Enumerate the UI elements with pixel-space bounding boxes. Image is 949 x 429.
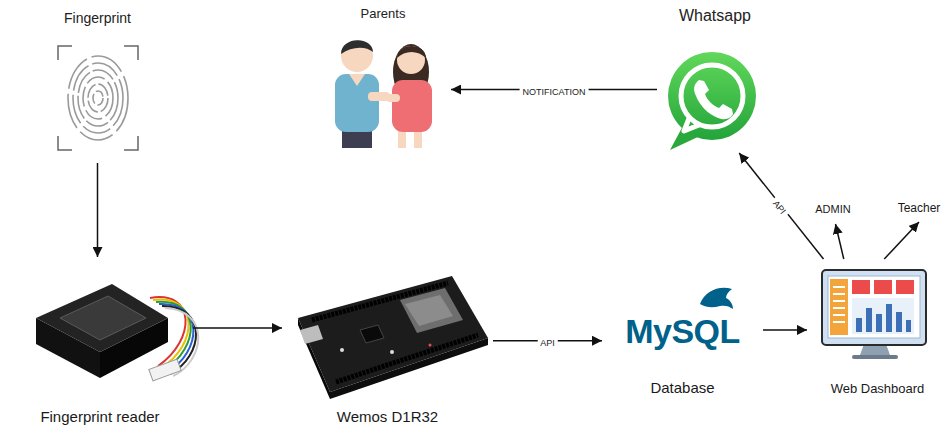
node-label: Wemos D1R32 (337, 408, 438, 426)
mysql-dolphin (700, 288, 733, 309)
flow-arrow (763, 329, 807, 331)
fingerprint-icon (58, 46, 138, 150)
dashboard-monitor (906, 320, 911, 332)
dashboard-monitor (866, 308, 872, 332)
fingerprint-reader-module (36, 284, 168, 352)
whatsapp-logo (668, 52, 756, 150)
edge-label-holder: NOTIFICATION (520, 81, 589, 99)
dashboard-monitor (833, 321, 845, 323)
flow-arrow (97, 163, 99, 257)
wemos-board (400, 288, 463, 333)
logo-text: MySQL (625, 311, 740, 352)
dashboard-monitor (830, 279, 848, 335)
dashboard-monitor (876, 314, 882, 332)
wemos-board (298, 276, 488, 399)
wemos-board (429, 344, 432, 347)
dashboard-monitor (852, 298, 914, 334)
dashboard-monitor (886, 304, 892, 332)
parents-illustration (341, 40, 373, 72)
whatsapp-logo (684, 116, 699, 131)
dashboard-monitor (852, 355, 898, 359)
edge-label: API (537, 338, 558, 349)
parents-illustration (392, 80, 432, 132)
node-label: Parents (361, 6, 406, 22)
dashboard-monitor (822, 270, 926, 359)
fingerprint-icon (88, 84, 108, 112)
fingerprint-reader-module (36, 284, 198, 381)
dashboard-monitor (833, 314, 845, 316)
fingerprint-icon (93, 91, 103, 105)
whatsapp-logo (694, 80, 733, 119)
fingerprint-icon (78, 70, 118, 126)
dashboard-monitor (833, 307, 845, 309)
role-label: Teacher (893, 201, 945, 219)
node-label: Whatsapp (679, 6, 751, 25)
fingerprint-icon (83, 77, 113, 119)
dashboard-monitor (896, 312, 902, 332)
dashboard-monitor (874, 280, 892, 294)
dashboard-monitor (856, 318, 862, 332)
dashboard-node: Web Dashboard (810, 262, 945, 397)
edge-label-holder: API (768, 192, 795, 219)
dashboard-monitor (828, 276, 920, 338)
edge-label-holder: API (537, 332, 558, 350)
node-label: Teacher (898, 201, 941, 215)
dashboard-monitor (856, 304, 911, 332)
parents-illustration (386, 94, 400, 102)
node-label: Fingerprint (64, 10, 131, 27)
fingerprint-icon (68, 56, 128, 140)
wemos-board (390, 350, 394, 354)
dashboard-monitor (833, 286, 845, 288)
parents-node: Parents (318, 6, 448, 150)
flow-arrow (836, 224, 844, 259)
wemos-board (300, 325, 323, 344)
parents-illustration (335, 74, 379, 132)
edge-label: API (769, 196, 790, 219)
whatsapp-node: Whatsapp (660, 6, 770, 150)
dashboard-monitor (833, 287, 845, 322)
parents-illustration (335, 40, 432, 148)
parents-illustration (397, 46, 426, 58)
dashboard-monitor (852, 280, 870, 294)
role-label: ADMIN (808, 203, 858, 221)
database-node: MySQL Database (605, 275, 760, 397)
fingerprint-icon (68, 56, 128, 140)
parents-illustration (397, 46, 425, 74)
wemos-board (340, 348, 344, 352)
flow-arrow (193, 327, 282, 329)
node-label: Fingerprint reader (40, 408, 159, 426)
fingerprint-icon (58, 46, 138, 150)
fingerprint-reader-module (149, 359, 181, 381)
dashboard-monitor (896, 280, 914, 294)
edge-label: NOTIFICATION (520, 87, 589, 98)
dashboard-monitor (833, 293, 845, 295)
node-label: ADMIN (815, 203, 850, 216)
parents-illustration (349, 74, 365, 86)
board-node: Wemos D1R32 (285, 262, 490, 426)
dashboard-monitor (833, 300, 845, 302)
flow-arrow (739, 153, 823, 259)
fingerprint-icon (73, 63, 123, 133)
node-label: Web Dashboard (831, 381, 925, 397)
wemos-board (298, 276, 488, 392)
mysql-dolphin (700, 288, 733, 309)
flow-arrow (884, 222, 919, 259)
node-label: Database (650, 379, 714, 397)
fingerprint-node: Fingerprint (45, 10, 150, 160)
whatsapp-logo (668, 52, 756, 140)
wemos-board (360, 325, 384, 343)
wemos-board (336, 335, 478, 382)
parents-illustration (341, 40, 373, 54)
dashboard-monitor (822, 270, 926, 345)
wemos-board (405, 295, 453, 326)
fingerprint-reader-node: Fingerprint reader (10, 260, 190, 426)
fingerprint-reader-module (60, 296, 146, 340)
